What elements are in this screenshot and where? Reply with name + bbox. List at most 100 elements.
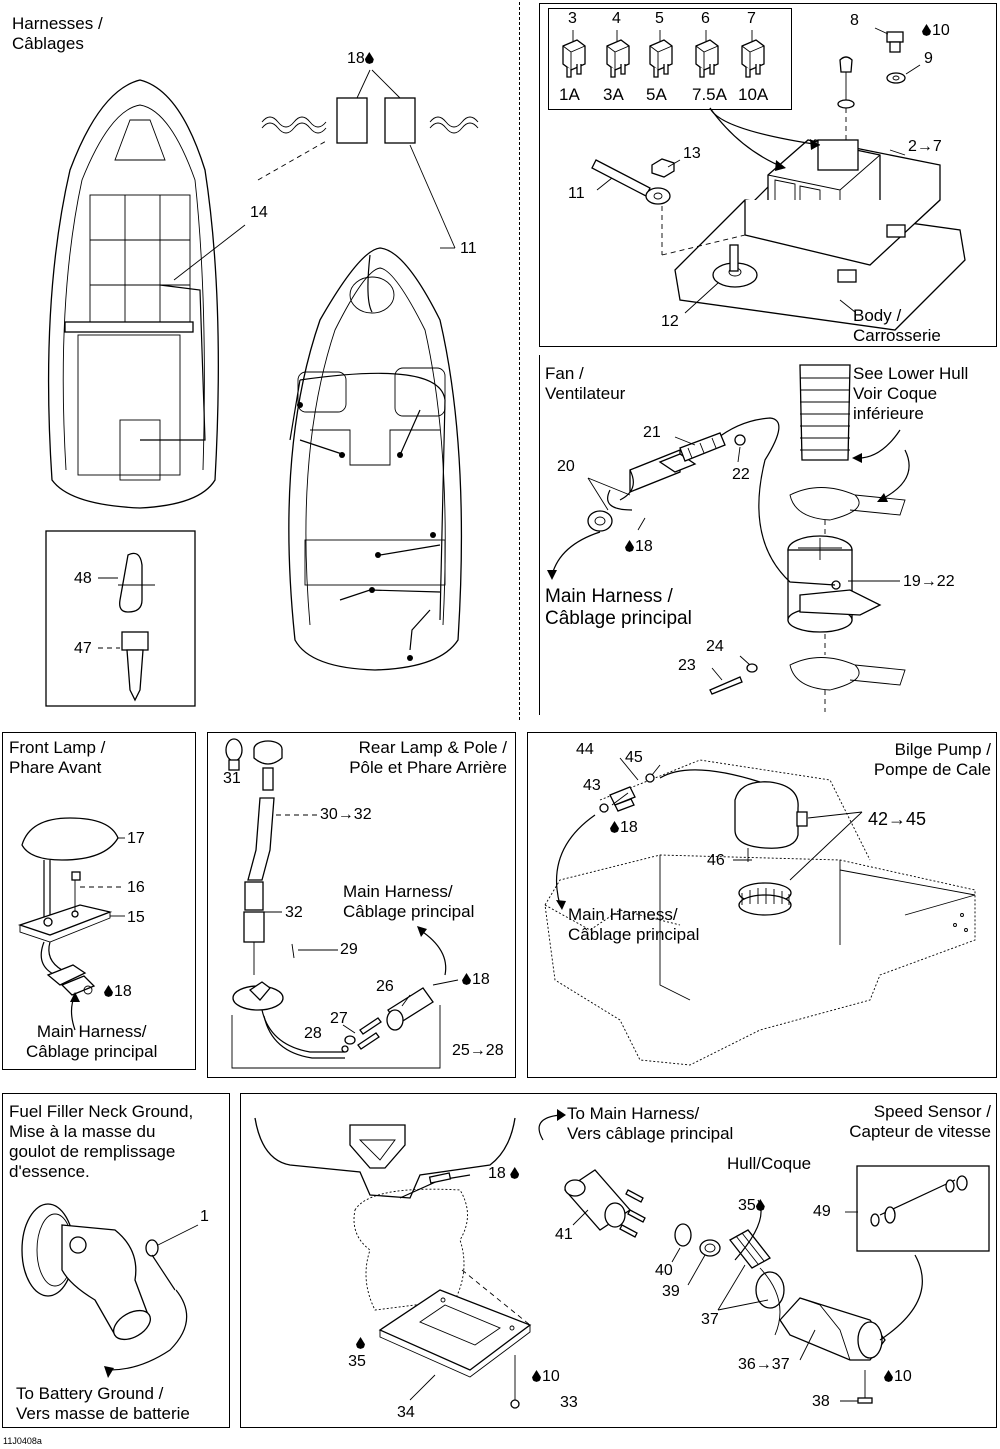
callout-18-speed-num: 18 [488,1165,506,1182]
rear-lamp-title: Rear Lamp & Pole / Pôle et Phare Arrière [349,738,507,777]
callout-18-front: 18 [104,983,132,1001]
callout-8: 8 [850,12,859,29]
fuse-3 [562,30,586,78]
callout-46: 46 [707,852,725,869]
callout-29: 29 [340,941,358,958]
callout-18-fan: 18 [625,538,653,556]
callout-18-fan-num: 18 [635,538,653,555]
callout-21: 21 [643,424,661,441]
callout-10-plate: 10 [532,1368,560,1386]
body-label: Body / Carrosserie [853,306,941,345]
fan-panel [539,355,997,715]
fan-title: Fan / Ventilateur [545,364,626,403]
drop-icon [884,1370,893,1382]
fuse-7 [741,30,765,78]
callout-18-speed: 18 [488,1165,520,1183]
callout-12: 12 [661,313,679,330]
callout-18-harness: 18 [347,50,375,68]
hull-label: Hull/Coque [727,1154,812,1173]
drop-icon [532,1370,541,1382]
callout-35-hull: 35 [738,1197,766,1215]
callout-17: 17 [127,830,145,847]
fuse-number-5: 5 [655,10,664,27]
callout-37: 37 [701,1311,719,1328]
front-lamp-main-harness: Main Harness/ Câblage principal [26,1022,158,1061]
callout-15: 15 [127,909,145,926]
callout-10-plate-num: 10 [542,1368,560,1385]
callout-11-harness: 11 [460,240,477,257]
fuse-6 [695,30,719,78]
battery-ground: To Battery Ground / Vers masse de batter… [16,1384,190,1423]
speed-sensor-title: Speed Sensor / Capteur de vitesse [849,1102,991,1141]
front-lamp-title: Front Lamp / Phare Avant [9,738,106,777]
callout-10-speed-num: 10 [894,1368,912,1385]
callout-33: 33 [560,1394,578,1411]
callout-25-28: 25→28 [452,1042,504,1059]
drop-icon [364,52,374,64]
callout-45: 45 [625,749,643,766]
drop-icon [462,973,471,985]
callout-19-22: 19→22 [903,573,955,590]
drop-icon [356,1337,365,1349]
callout-41: 41 [555,1226,573,1243]
callout-20: 20 [557,458,575,475]
callout-49: 49 [813,1203,831,1220]
fuse-number-3: 3 [568,10,577,27]
callout-18-rear-num: 18 [472,971,490,988]
callout-38: 38 [812,1393,830,1410]
drop-icon [104,985,113,997]
harnesses-title: Harnesses / Câblages [12,14,103,53]
callout-10-speed: 10 [884,1368,912,1386]
bilge-pump-title: Bilge Pump / Pompe de Cale [873,740,991,779]
fuse-rating-7: 10A [738,85,769,104]
callout-18-bilge-num: 18 [620,819,638,836]
callout-28: 28 [304,1025,322,1042]
callout-22: 22 [732,466,750,483]
fan-main-harness: Main Harness / Câblage principal [545,586,692,629]
callout-23: 23 [678,657,696,674]
callout-36-37: 36→37 [738,1356,790,1373]
bilge-main-harness: Main Harness/ Câblage principal [568,905,700,944]
callout-42-45: 42→45 [868,809,927,829]
fuse-number-7: 7 [747,10,756,27]
callout-48: 48 [74,570,92,587]
callout-1: 1 [200,1208,209,1225]
drop-icon [610,821,619,833]
fuse-rating-5: 5A [646,85,667,104]
fuse-inset [548,8,792,110]
callout-44: 44 [576,741,594,758]
fuse-number-6: 6 [701,10,710,27]
callout-34: 34 [397,1404,415,1421]
drop-icon [755,1199,765,1211]
callout-32: 32 [285,904,303,921]
fuse-rating-3: 1A [559,85,580,104]
callout-47: 47 [74,640,92,657]
rear-lamp-main-harness: Main Harness/ Câblage principal [343,882,475,921]
drop-icon [510,1167,520,1179]
drop-icon [922,24,931,36]
callout-35-hull-num: 35 [738,1197,756,1214]
fuse-4 [606,30,630,78]
see-lower-hull: See Lower Hull Voir Coque inférieure [853,364,969,423]
harnesses-panel [2,2,520,720]
callout-13: 13 [683,145,701,162]
figure-code: 11J0408a [3,1436,42,1446]
callout-35-plate-num: 35 [348,1353,366,1370]
fuse-rating-6: 7.5A [692,85,727,104]
callout-30-32: 30→32 [320,806,372,823]
callout-2-7: 2→7 [908,138,942,155]
callout-27: 27 [330,1010,348,1027]
callout-35-plate: 35 [348,1335,366,1371]
callout-14: 14 [250,204,268,221]
callout-9: 9 [924,50,933,67]
callout-18-harness-num: 18 [347,50,365,67]
callout-11-fuse: 11 [568,185,585,202]
callout-18-bilge: 18 [610,819,638,837]
